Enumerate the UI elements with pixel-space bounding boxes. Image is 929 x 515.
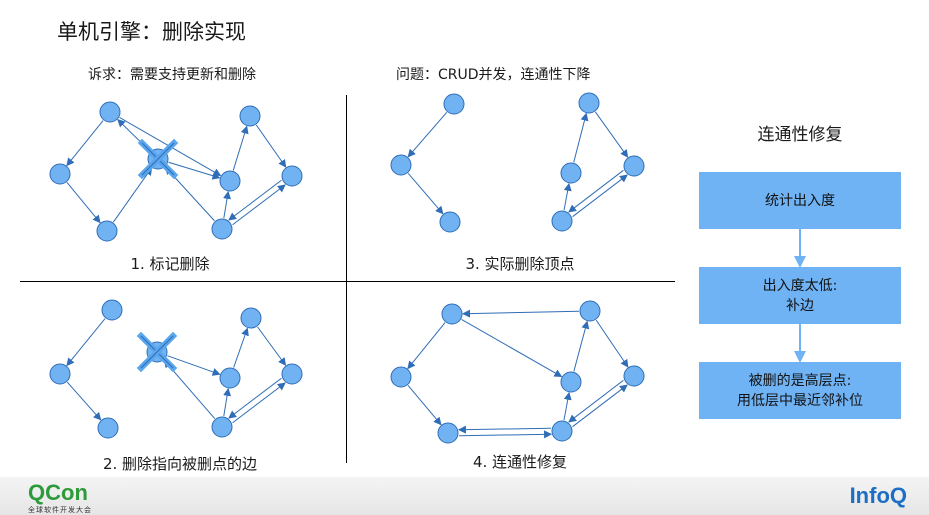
quadrant-divider-vertical (346, 95, 347, 463)
q3-node-R (623, 155, 645, 177)
caption-step3: 3. 实际删除顶点 (465, 255, 575, 273)
problem-text: 问题：CRUD并发，连通性下降 (396, 67, 591, 83)
q1-node-T (99, 101, 121, 123)
q2-edge-M-TR (233, 327, 249, 368)
q3-node-T (443, 93, 465, 115)
q3-node-L (390, 154, 412, 176)
quadrant-divider-horizontal (20, 281, 675, 282)
requirement-text: 诉求：需要支持更新和删除 (88, 67, 256, 83)
q4-node-T (441, 303, 463, 325)
q4-node-M (560, 371, 582, 393)
q2-node-TR (240, 307, 262, 329)
q1-node-BR (211, 218, 233, 240)
q3-node-B (439, 211, 461, 233)
flow-step-1: 统计出入度 (699, 172, 901, 229)
q1-edge-BR-R (232, 184, 286, 226)
q2-node-M (219, 367, 241, 389)
q4-edge-TR-T (461, 309, 580, 318)
q3-edge-BR-M (563, 182, 572, 211)
q1-node-R (281, 165, 303, 187)
q3-node-TR (578, 92, 600, 114)
q1-node-TR (239, 105, 261, 127)
q2-edge-T-L (66, 318, 106, 367)
q4-node-B (437, 422, 459, 444)
q1-edge-M-TR (232, 125, 249, 171)
flow-title: 连通性修复 (757, 125, 843, 145)
q3-edge-L-B (407, 173, 444, 215)
q1-deleted-mark-icon (137, 138, 179, 180)
q4-node-L (390, 366, 412, 388)
q2-edge-L-B (66, 381, 102, 421)
flow-step-3: 被删的是高层点: 用低层中最近邻补位 (699, 362, 901, 419)
q3-edge-R-BR (568, 169, 624, 213)
caption-step1: 1. 标记删除 (130, 255, 210, 273)
q3-edge-M-TR (573, 112, 589, 163)
q4-edge-BR-B (457, 425, 551, 434)
q4-edge-T-L (407, 322, 446, 370)
q3-edge-TR-R (594, 111, 629, 158)
q4-edge-BR-R (572, 384, 628, 428)
q2-edge-C-M (167, 355, 221, 376)
q3-node-BR (551, 210, 573, 232)
q4-edge-B-BR (459, 430, 553, 439)
q2-edge-R-BR (228, 377, 282, 419)
flow-step-2: 出入度太低: 补边 (699, 267, 901, 324)
q2-node-R (281, 363, 303, 385)
q1-edge-L-B (66, 182, 101, 224)
infoq-logo: InfoQ (849, 483, 907, 508)
q4-edge-L-B (407, 385, 442, 426)
q2-node-T (101, 299, 123, 321)
q1-edge-C-M (168, 161, 221, 180)
q1-node-B (96, 220, 118, 242)
qcon-logo: QCon 全球软件开发大会 (28, 482, 92, 515)
page-title: 单机引擎：删除实现 (57, 20, 246, 44)
caption-step4: 4. 连通性修复 (472, 453, 568, 471)
q2-edge-BR-M (223, 387, 232, 417)
q2-edge-TR-R (257, 326, 287, 366)
q1-edge-R-BR (228, 179, 282, 221)
q1-edge-BR-M (223, 190, 231, 219)
q1-edge-B-C (112, 167, 153, 223)
qcon-logo-subtitle: 全球软件开发大会 (28, 506, 92, 514)
q1-edge-TR-R (255, 124, 287, 168)
q1-node-M (219, 170, 241, 192)
q4-edge-M-TR (573, 320, 590, 372)
q3-edge-T-L (407, 111, 448, 158)
q4-node-BR (551, 420, 573, 442)
q2-edge-BR-R (232, 382, 286, 424)
q4-edge-R-BR (568, 379, 624, 423)
q1-node-L (49, 163, 71, 185)
q2-node-BR (211, 416, 233, 438)
q4-node-TR (579, 300, 601, 322)
q1-edge-T-L (66, 120, 104, 167)
q2-node-L (49, 363, 71, 385)
footer-bar (0, 477, 929, 515)
q2-deleted-mark-icon (136, 331, 178, 373)
q4-edge-BR-M (563, 391, 572, 421)
q4-node-R (623, 365, 645, 387)
q3-edge-BR-R (572, 174, 628, 218)
q2-node-B (97, 417, 119, 439)
qcon-logo-text: QCon (28, 480, 88, 505)
q4-edge-T-M (461, 319, 563, 378)
q3-node-M (560, 162, 582, 184)
q4-edge-TR-R (595, 319, 629, 368)
caption-step2: 2. 删除指向被删点的边 (102, 455, 258, 473)
